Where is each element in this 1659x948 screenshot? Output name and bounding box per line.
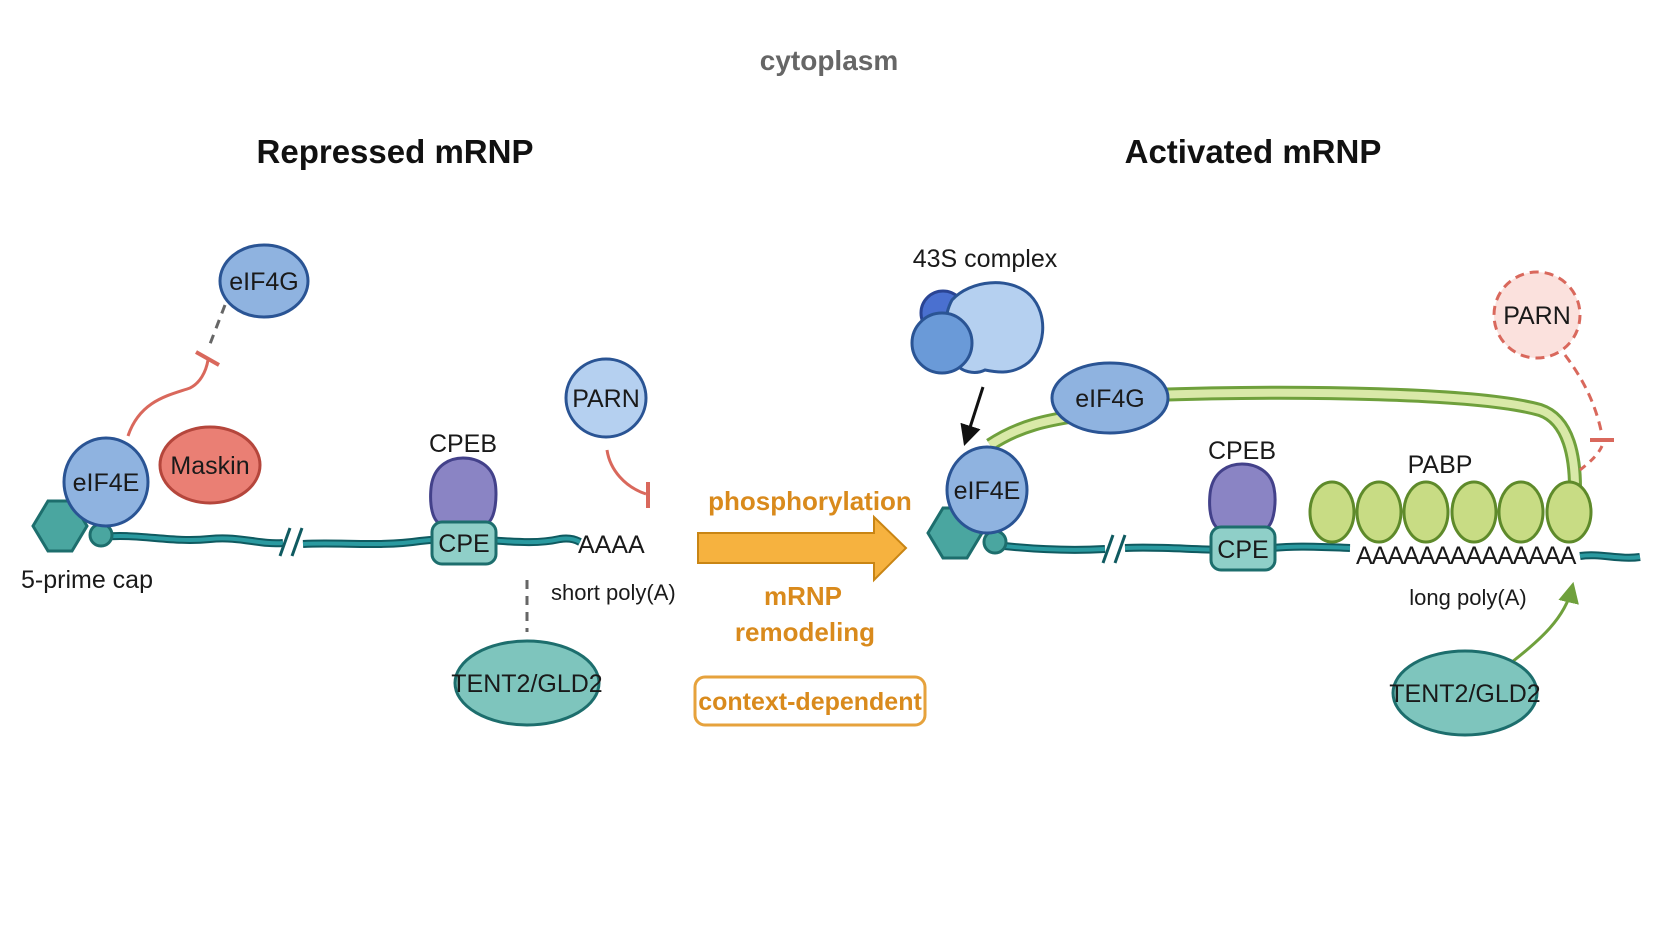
repressed-mrna-strand bbox=[99, 527, 582, 557]
eif4g-label: eIF4G bbox=[229, 268, 298, 296]
tent2-protein-activated bbox=[1391, 649, 1539, 737]
eif4g-protein bbox=[218, 243, 310, 319]
context-dependent-box bbox=[693, 675, 927, 727]
parn-label-activated: PARN bbox=[1503, 302, 1571, 330]
eif4e-label: eIF4E bbox=[73, 469, 140, 497]
eif4g-dashed-link bbox=[208, 304, 227, 345]
pabp-protein-chain bbox=[1308, 480, 1593, 544]
maskin-protein bbox=[158, 425, 262, 505]
cap-label: 5-prime cap bbox=[21, 566, 153, 594]
43s-complex-icon bbox=[910, 281, 1045, 375]
parn-protein bbox=[564, 357, 648, 439]
context-dependent-label: context-dependent bbox=[698, 688, 922, 716]
cpeb-label-activated: CPEB bbox=[1208, 437, 1276, 465]
cpeb-label: CPEB bbox=[429, 430, 497, 458]
pabp-label: PABP bbox=[1408, 451, 1473, 479]
phosphorylation-label: phosphorylation bbox=[708, 486, 912, 516]
tent2-activation-arrow bbox=[1511, 581, 1579, 664]
cpe-element-activated bbox=[1209, 525, 1277, 572]
parn-inhibition-line-activated bbox=[1563, 354, 1604, 436]
activated-title: Activated mRNP bbox=[1125, 133, 1382, 170]
long-polya-tail: AAAAAAAAAAAAAA bbox=[1356, 542, 1577, 570]
maskin-inhibition-curve bbox=[126, 359, 210, 437]
eif4e-label-activated: eIF4E bbox=[954, 477, 1021, 505]
eif4e-protein-activated bbox=[945, 445, 1029, 535]
remodeling-label-line2: remodeling bbox=[735, 617, 875, 647]
43s-recruit-arrow bbox=[960, 386, 985, 446]
eif4e-protein bbox=[62, 436, 150, 528]
short-polya-label: short poly(A) bbox=[551, 580, 676, 605]
parn-inhibition-line bbox=[605, 449, 647, 496]
remodeling-label-line1: mRNP bbox=[764, 581, 842, 611]
transition-arrow bbox=[697, 514, 908, 583]
parn-protein-activated bbox=[1492, 270, 1582, 360]
43s-complex-label: 43S complex bbox=[913, 245, 1058, 273]
eif4g-label-activated: eIF4G bbox=[1075, 385, 1144, 413]
long-polya-label: long poly(A) bbox=[1409, 585, 1526, 610]
cpeb-protein bbox=[429, 456, 498, 528]
tent2-protein bbox=[453, 639, 601, 727]
compartment-label: cytoplasm bbox=[760, 45, 899, 76]
parn-label: PARN bbox=[572, 385, 640, 413]
maskin-block-bar bbox=[195, 350, 220, 367]
maskin-label: Maskin bbox=[170, 452, 249, 480]
repressed-title: Repressed mRNP bbox=[257, 133, 534, 170]
cpeb-protein-activated bbox=[1208, 462, 1277, 533]
eif4g-protein-activated bbox=[1050, 361, 1170, 435]
cpe-label-activated: CPE bbox=[1217, 536, 1268, 564]
tent2-label: TENT2/GLD2 bbox=[451, 670, 602, 698]
short-polya-tail: AAAA bbox=[578, 531, 645, 559]
cpe-element bbox=[430, 520, 498, 566]
tent2-label-activated: TENT2/GLD2 bbox=[1389, 680, 1540, 708]
cpe-label: CPE bbox=[438, 530, 489, 558]
